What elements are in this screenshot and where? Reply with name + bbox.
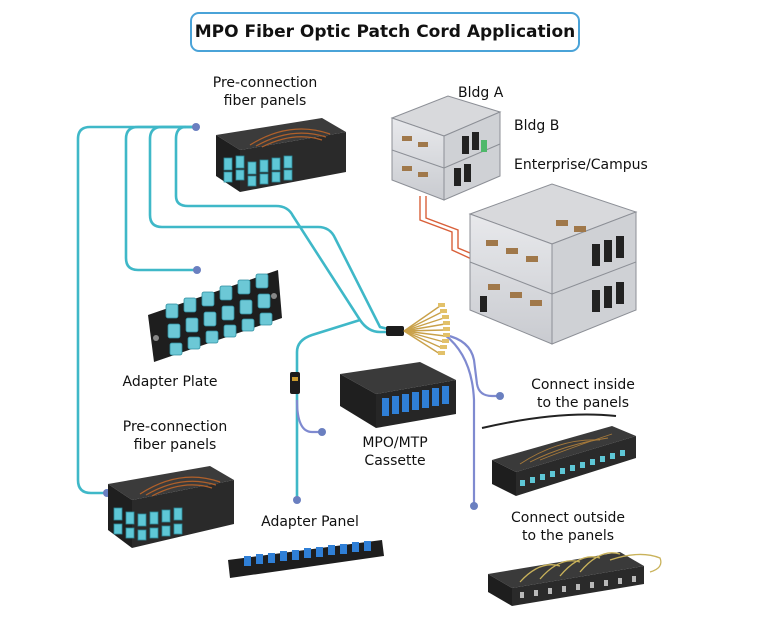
cable-to-adapter-plate xyxy=(124,125,196,272)
cable-inner-trunk xyxy=(174,125,400,334)
adapter-panel xyxy=(228,540,384,578)
link-to-inside-panel xyxy=(444,333,500,398)
label-connect-inside-line2: to the panels xyxy=(536,395,630,411)
mpo-fanout-connector xyxy=(290,303,450,394)
label-bldg-a: Bldg A xyxy=(458,85,504,101)
inside-rack-panel xyxy=(481,413,636,496)
label-adapter-panel: Adapter Panel xyxy=(261,514,359,530)
label-enterprise-campus: Enterprise/Campus xyxy=(514,157,648,173)
label-connect-outside: Connect outside to the panels xyxy=(488,509,648,545)
adapter-plate xyxy=(148,270,282,362)
label-connect-inside: Connect inside to the panels xyxy=(508,376,658,412)
label-pre-connection-bottom-line2: fiber panels xyxy=(133,437,217,453)
fiber-cables xyxy=(76,125,401,500)
label-pre-connection-top: Pre-connection fiber panels xyxy=(190,74,340,110)
label-pre-connection-top-line2: fiber panels xyxy=(223,93,307,109)
cable-outer-trunk xyxy=(148,125,401,334)
label-mpo-cassette: MPO/MTP Cassette xyxy=(340,434,450,470)
violet-links xyxy=(295,333,500,504)
label-mpo-cassette-line1: MPO/MTP xyxy=(362,435,428,451)
label-pre-connection-bottom: Pre-connection fiber panels xyxy=(100,418,250,454)
label-connect-outside-line1: Connect outside xyxy=(511,510,625,526)
label-pre-connection-top-line1: Pre-connection xyxy=(212,75,318,91)
pre-connection-panel-top xyxy=(216,118,346,192)
node-inside-panel xyxy=(496,392,504,400)
label-bldg-b: Bldg B xyxy=(514,118,560,134)
pre-connection-panel-bottom xyxy=(108,466,234,548)
label-mpo-cassette-line2: Cassette xyxy=(364,453,426,469)
link-to-outside-panel xyxy=(444,334,476,504)
enterprise-campus-building xyxy=(468,183,638,345)
cable-to-bottom-panel xyxy=(76,125,195,495)
node-adapter-panel xyxy=(293,496,301,504)
node-outside-panel xyxy=(470,502,478,510)
mpo-mtp-cassette xyxy=(340,362,456,428)
label-connect-outside-line2: to the panels xyxy=(521,528,615,544)
node-cassette xyxy=(318,428,326,436)
cable-to-adapter-panel xyxy=(295,318,361,500)
connection-nodes xyxy=(103,123,504,510)
link-to-cassette xyxy=(295,399,322,434)
label-adapter-plate: Adapter Plate xyxy=(122,374,218,390)
diagram-title: MPO Fiber Optic Patch Cord Application xyxy=(190,12,580,52)
building-a-b xyxy=(390,95,502,201)
label-pre-connection-bottom-line1: Pre-connection xyxy=(122,419,228,435)
label-connect-inside-line1: Connect inside xyxy=(531,377,635,393)
node-top-panel xyxy=(192,123,200,131)
node-adapter-plate xyxy=(193,266,201,274)
outside-rack-panel xyxy=(488,552,662,606)
